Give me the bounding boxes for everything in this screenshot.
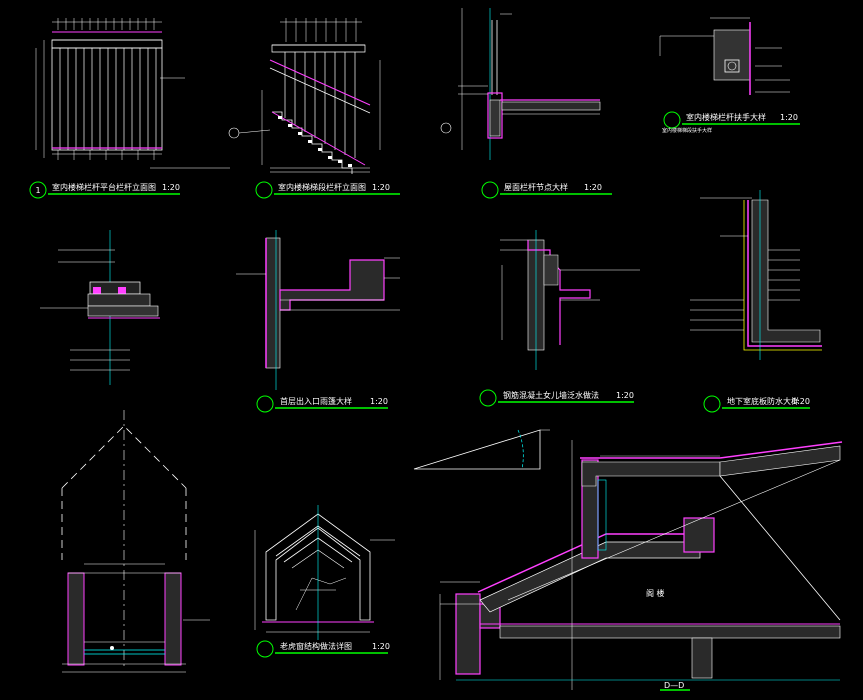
d3-title: 屋面栏杆节点大样: [504, 182, 568, 192]
d8-title: 老虎窗结构做法详图: [280, 641, 352, 651]
d6-scale: 1:20: [616, 391, 634, 400]
detail-1-railing-elevation: [35, 18, 230, 169]
d5-scale: 1:20: [370, 397, 388, 406]
d4-note: 室内楼梯梯段扶手大样: [662, 127, 712, 134]
d3-scale: 1:20: [584, 183, 602, 192]
d4-title: 室内楼梯栏杆扶手大样: [686, 112, 766, 122]
d4-scale: 1:20: [780, 113, 798, 122]
detail-6-canopy: [236, 230, 400, 390]
detail-7-parapet-flashing: [500, 230, 640, 370]
slope-triangle: [413, 429, 550, 470]
dormer-structure-detail: [254, 505, 395, 640]
detail-4-handrail: [659, 17, 790, 95]
detail-5-gutter: [40, 230, 160, 385]
d1-marker: 1: [35, 186, 40, 195]
d1-scale: 1:20: [162, 183, 180, 192]
d2-scale: 1:20: [372, 183, 390, 192]
d2-title: 室内楼梯梯段栏杆立面图: [278, 182, 366, 192]
detail-2-stair-railing: [228, 18, 381, 174]
detail-8-waterproofing: [690, 190, 822, 360]
section-label: D—D: [664, 681, 684, 690]
d7-scale: 1:20: [792, 397, 810, 406]
d6-title: 钢筋混凝土女儿墙泛水做法: [503, 390, 599, 400]
d5-title: 首层出入口雨篷大样: [280, 396, 352, 406]
section-d-d: [439, 440, 843, 690]
room-label: 阁 楼: [646, 588, 665, 598]
detail-3-parapet-railing: [440, 8, 601, 160]
title-markers: [29, 111, 810, 691]
d7-title: 地下室底板防水大样: [727, 396, 799, 406]
dormer-section: [61, 410, 210, 673]
d1-title: 室内楼梯栏杆平台栏杆立面图: [52, 182, 156, 192]
d8-scale: 1:20: [372, 642, 390, 651]
